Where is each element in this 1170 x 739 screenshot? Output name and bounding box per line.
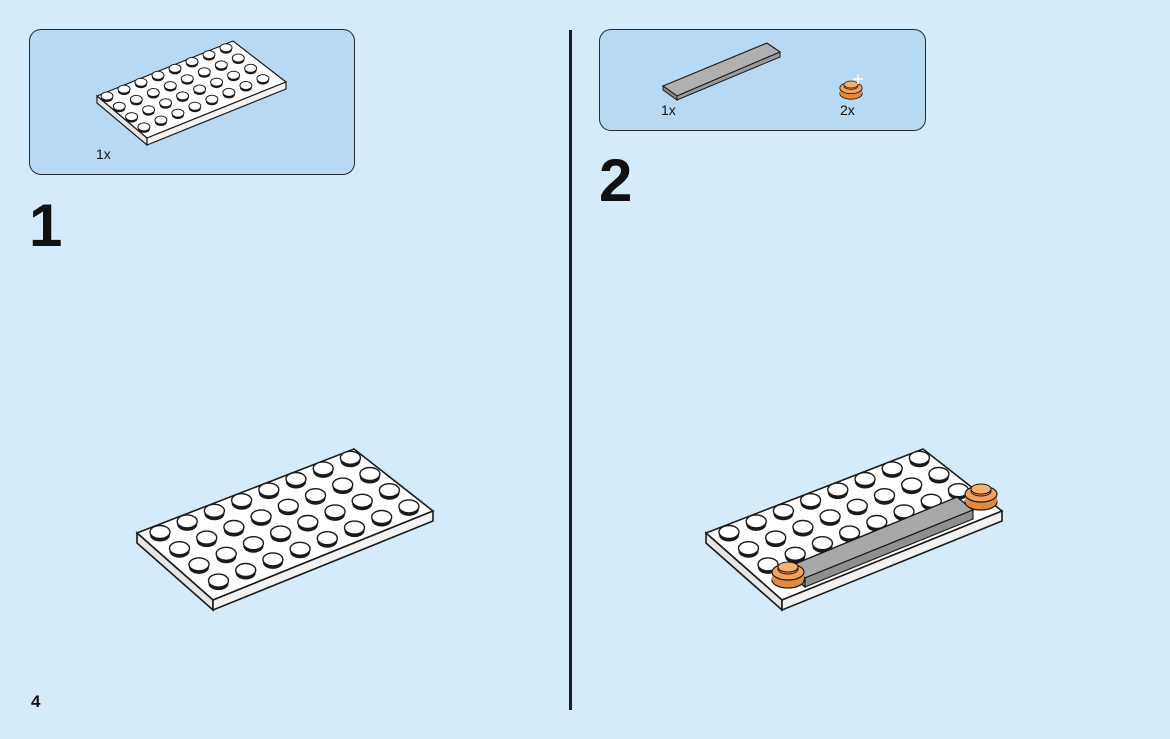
stud xyxy=(250,509,272,527)
stud xyxy=(142,105,156,117)
stud xyxy=(188,101,202,113)
stud xyxy=(928,466,950,485)
model-step-1-white-plate xyxy=(135,448,435,612)
stud xyxy=(202,50,216,62)
stud xyxy=(168,541,191,559)
stud xyxy=(324,504,346,522)
model-orange-stud-front xyxy=(771,561,805,589)
stud xyxy=(180,74,194,86)
stud xyxy=(185,57,199,68)
model-step-2-assembly xyxy=(704,448,1004,612)
stud xyxy=(129,94,143,106)
stud xyxy=(244,63,258,75)
stud xyxy=(137,122,151,134)
step-number-2: 2 xyxy=(599,147,633,214)
part-icon-grey-tile xyxy=(661,42,782,101)
stud xyxy=(207,573,230,591)
stud xyxy=(316,531,338,549)
stud xyxy=(154,115,168,127)
stud xyxy=(242,536,265,554)
stud xyxy=(297,514,319,533)
step-number-1: 1 xyxy=(29,192,63,259)
stud xyxy=(258,482,280,500)
stud xyxy=(149,524,171,543)
stud xyxy=(285,471,307,490)
stud xyxy=(819,509,841,527)
stud xyxy=(262,552,284,570)
stud xyxy=(215,546,237,564)
stud xyxy=(881,461,903,479)
stud xyxy=(269,525,292,543)
stud xyxy=(765,530,787,548)
stud xyxy=(312,461,334,479)
stud xyxy=(203,503,226,521)
stud xyxy=(901,477,923,495)
stud xyxy=(718,524,740,543)
sparkle-icon xyxy=(853,74,863,84)
part-icon-orange-stud xyxy=(839,80,863,100)
stud xyxy=(908,450,931,468)
stud xyxy=(112,101,126,113)
stud xyxy=(171,108,185,120)
stud xyxy=(193,84,207,96)
stud xyxy=(378,483,401,501)
stud xyxy=(827,482,849,500)
stud xyxy=(219,43,233,55)
stud xyxy=(343,520,366,538)
stud xyxy=(256,74,270,86)
stud xyxy=(210,77,224,89)
stud xyxy=(854,471,876,490)
stud xyxy=(134,77,148,89)
stud xyxy=(100,91,114,103)
stud xyxy=(351,493,373,511)
stud xyxy=(168,63,182,75)
stud xyxy=(231,53,245,65)
stud xyxy=(197,67,211,79)
stud xyxy=(792,519,814,538)
stud xyxy=(277,498,299,516)
stud xyxy=(745,514,767,532)
stud xyxy=(163,81,177,93)
stud xyxy=(239,81,253,92)
stud xyxy=(772,503,795,521)
part-quantity-white-plate: 1x xyxy=(96,146,111,162)
model-orange-stud-back xyxy=(964,483,998,511)
part-quantity-grey-tile: 1x xyxy=(661,102,676,118)
stud xyxy=(146,88,160,99)
stud xyxy=(873,488,896,506)
stud xyxy=(176,91,190,103)
stud xyxy=(151,70,165,82)
stud xyxy=(339,450,362,468)
page-divider xyxy=(569,30,572,710)
stud xyxy=(799,493,822,511)
stud xyxy=(371,509,393,528)
part-icon-white-plate xyxy=(95,40,288,147)
stud xyxy=(223,519,245,538)
stud xyxy=(176,514,198,532)
stud xyxy=(205,94,219,106)
stud xyxy=(188,557,210,575)
part-quantity-orange-stud: 2x xyxy=(840,102,855,118)
stud xyxy=(195,530,218,548)
stud xyxy=(230,493,253,511)
stud xyxy=(332,477,354,495)
stud xyxy=(222,87,236,99)
stud xyxy=(234,562,257,581)
parts-callout-step-2 xyxy=(599,29,926,131)
stud xyxy=(159,98,173,110)
stud xyxy=(737,541,760,559)
stud xyxy=(289,541,311,559)
stud xyxy=(398,499,420,517)
stud xyxy=(125,112,139,124)
stud xyxy=(214,60,228,72)
stud xyxy=(359,466,381,485)
stud xyxy=(227,70,241,82)
stud xyxy=(117,84,131,96)
page-number: 4 xyxy=(31,692,41,711)
stud xyxy=(846,498,868,516)
stud xyxy=(304,488,327,506)
